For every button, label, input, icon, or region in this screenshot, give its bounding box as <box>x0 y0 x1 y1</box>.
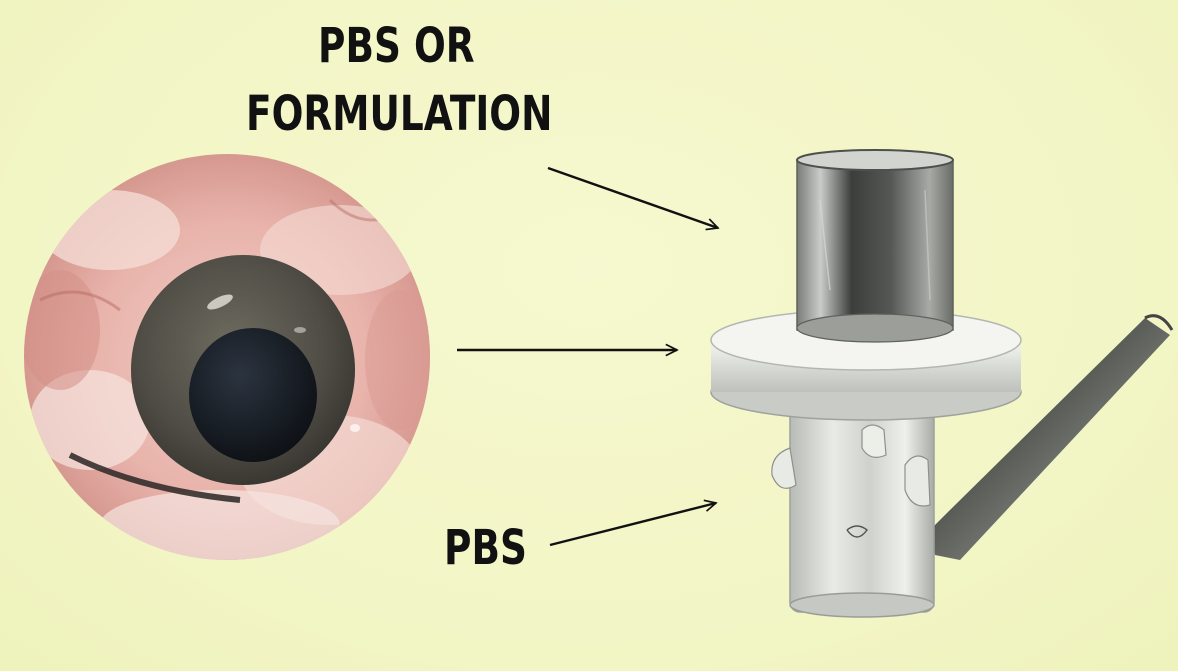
top-label-line-2: FORMULATION <box>246 90 552 138</box>
bottom-label: PBS <box>444 524 527 572</box>
top-label-line-1: PBS OR <box>318 22 475 70</box>
